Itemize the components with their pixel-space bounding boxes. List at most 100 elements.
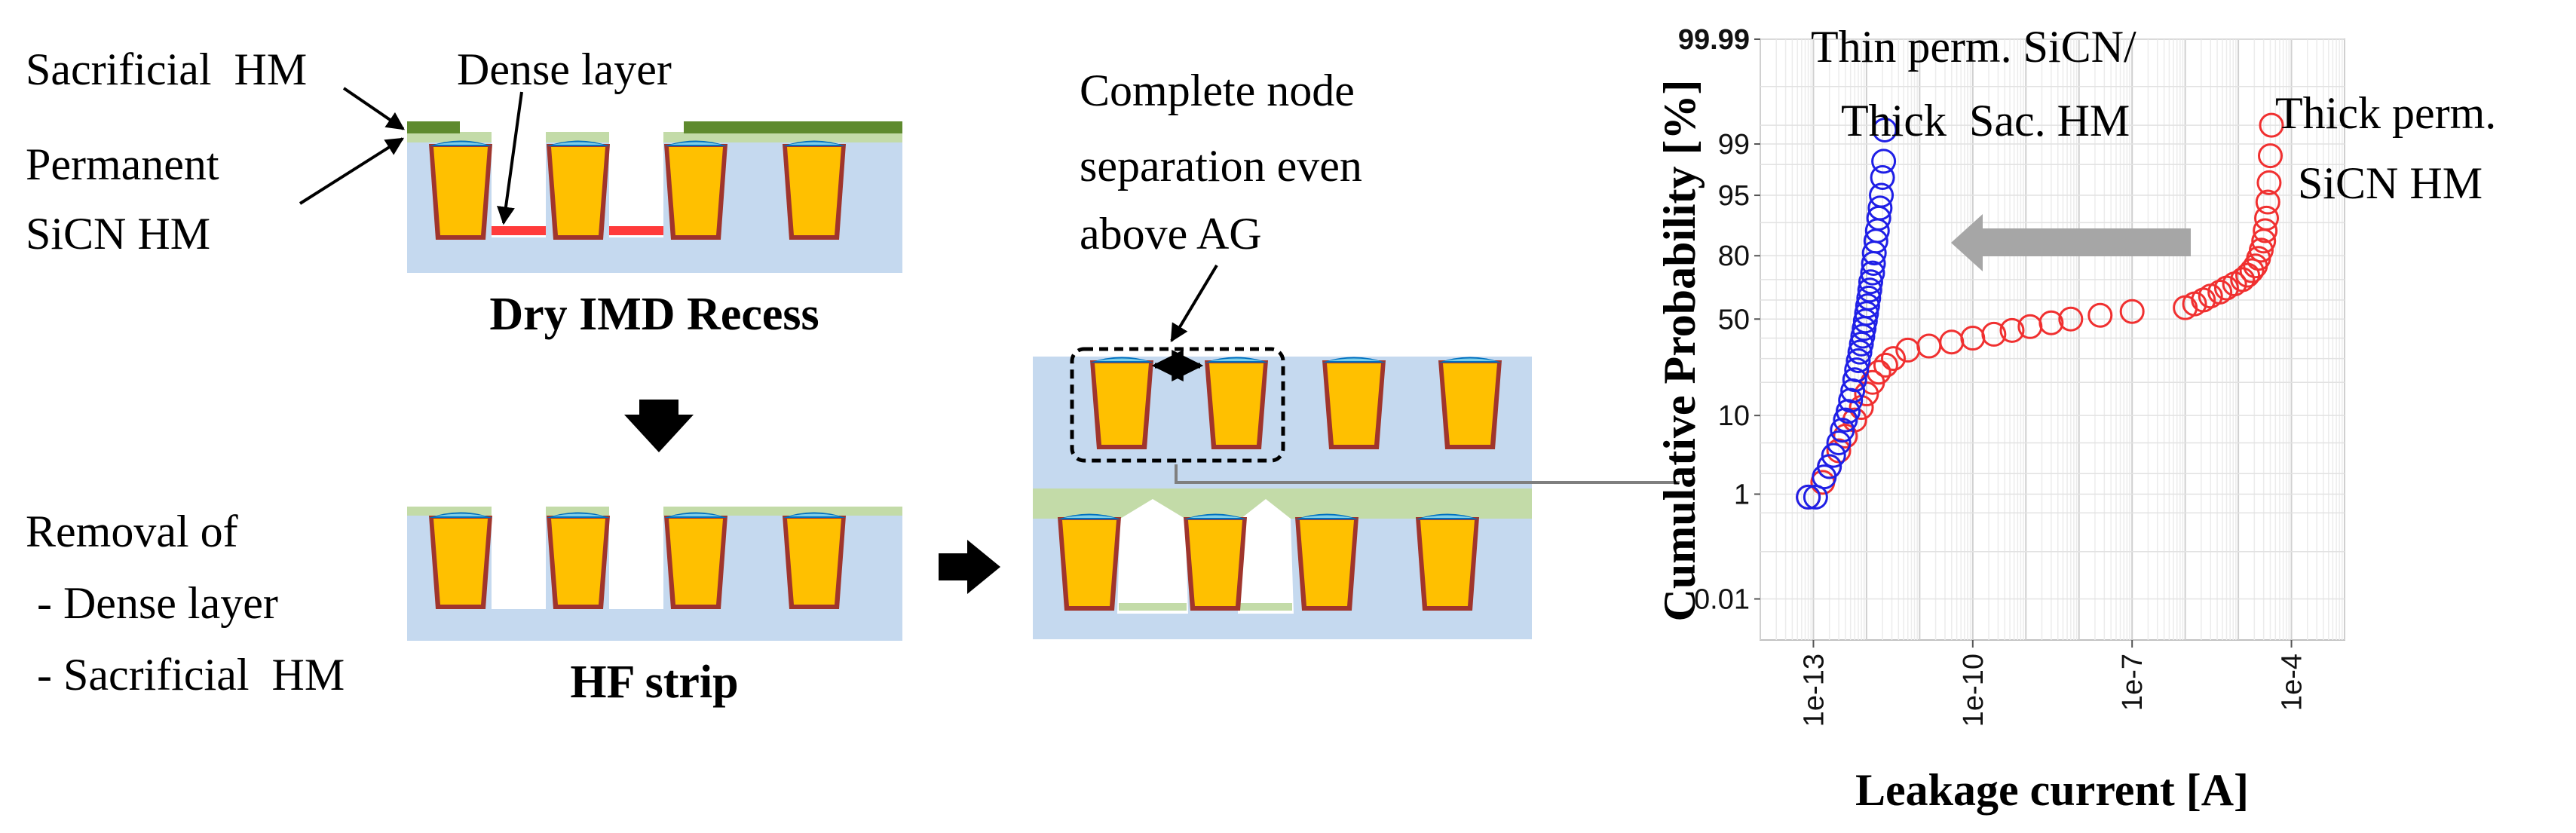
air-gap-bottom-liner — [1119, 603, 1187, 611]
dense-layer — [609, 226, 663, 235]
data-point — [2248, 237, 2274, 263]
right-arrow — [939, 540, 1000, 594]
sacrificial-hm-right — [684, 121, 902, 133]
cap-highlight — [435, 142, 486, 145]
label-permanent: Permanent — [26, 139, 219, 189]
metal-line — [1058, 513, 1121, 611]
cap-highlight — [435, 513, 486, 516]
cap-highlight — [1064, 515, 1115, 518]
series-1 — [1796, 112, 2284, 510]
metal-line — [429, 512, 492, 609]
complete-separation-leader — [1170, 264, 1218, 343]
cap-highlight — [1211, 358, 1262, 361]
x-tick-label: 1e-13 — [1798, 654, 1830, 727]
data-point — [2259, 112, 2284, 138]
dense-layer-leader — [497, 91, 523, 225]
label-complete-node: Complete node — [1080, 66, 1355, 115]
data-point — [1847, 339, 1873, 365]
metal-line — [1416, 513, 1479, 611]
y-tick-label: 99 — [1718, 129, 1750, 161]
data-point — [1860, 260, 1885, 286]
down-arrow — [624, 400, 694, 452]
y-tick-label: 50 — [1718, 304, 1750, 335]
plot-area — [1760, 38, 2345, 641]
data-point — [2255, 189, 2280, 215]
copper-fill — [551, 147, 605, 235]
chart-connector-line — [1175, 464, 1680, 484]
label-sacrificial-hm: Sacrificial HM — [26, 44, 307, 94]
copper-fill — [1062, 520, 1116, 606]
label-sicn-hm: SiCN HM — [26, 209, 210, 259]
data-point — [1858, 269, 1883, 295]
recess-gap — [609, 132, 663, 237]
cap-highlight — [1096, 358, 1147, 361]
y-tick-label: 80 — [1718, 240, 1750, 272]
series-0 — [1796, 117, 1898, 510]
data-point — [1880, 346, 1906, 372]
label-removal-dense: - Dense layer — [26, 578, 278, 628]
data-point — [1999, 317, 2025, 343]
sacrificial-hm-leader — [342, 87, 405, 130]
data-point — [2256, 170, 2282, 195]
data-point — [1871, 149, 1897, 174]
data-point — [2058, 306, 2084, 332]
y-axis-title: Cumulative Probability [%] — [1655, 80, 1705, 622]
data-point — [2239, 258, 2265, 283]
data-point — [2207, 279, 2233, 305]
label-dense-layer: Dense layer — [457, 44, 672, 94]
data-point — [1857, 277, 1882, 303]
air-gap — [492, 507, 546, 609]
data-point — [1870, 165, 1895, 191]
copper-fill — [1443, 363, 1497, 445]
data-point — [1796, 484, 1821, 510]
sacrificial-hm-left — [407, 121, 460, 133]
data-point — [2119, 299, 2145, 324]
caption-hf-strip: HF strip — [570, 657, 738, 708]
data-point — [1873, 352, 1898, 378]
y-tick-label: 1 — [1734, 479, 1750, 510]
air-gap — [609, 507, 663, 609]
data-point — [1821, 443, 1846, 468]
metal-line — [429, 140, 492, 240]
x-axis-title: Leakage current [A] — [1855, 765, 2249, 815]
data-point — [1872, 117, 1898, 142]
metal-line — [1322, 357, 1386, 449]
label-above-ag: above AG — [1080, 209, 1262, 259]
metal-line — [1184, 513, 1247, 611]
metal-line — [1090, 357, 1153, 449]
x-tick-label: 1e-7 — [2117, 654, 2149, 711]
copper-fill — [433, 147, 488, 235]
data-point — [2230, 267, 2256, 292]
cap-highlight — [789, 142, 840, 145]
cap-highlight — [1301, 515, 1352, 518]
panel-dry-imd-recess — [407, 121, 902, 273]
copper-fill — [1300, 520, 1354, 606]
data-point — [1830, 418, 1855, 443]
data-point — [1844, 357, 1870, 383]
metal-line — [547, 512, 610, 609]
data-point — [1854, 301, 1879, 326]
y-tick-label: 0.01 — [1694, 584, 1750, 616]
annotation-thin-perm: Thin perm. SiCN/ — [1811, 22, 2136, 72]
copper-fill — [1095, 363, 1149, 445]
copper-fill — [787, 519, 841, 605]
cap-highlight — [670, 142, 721, 145]
data-point — [1869, 182, 1894, 208]
cap-highlight — [789, 513, 840, 516]
copper-fill — [433, 519, 488, 605]
data-point — [1845, 348, 1871, 373]
metal-line — [783, 140, 846, 240]
cap-highlight — [1328, 358, 1380, 361]
metal-line — [783, 512, 846, 609]
data-series — [1796, 112, 2284, 510]
y-tick-label: 10 — [1718, 400, 1750, 432]
metal-line — [664, 140, 727, 240]
copper-fill — [1420, 520, 1475, 606]
metal-line — [1295, 513, 1358, 611]
metal-line — [664, 512, 727, 609]
data-point — [2253, 218, 2278, 243]
copper-fill — [1327, 363, 1381, 445]
